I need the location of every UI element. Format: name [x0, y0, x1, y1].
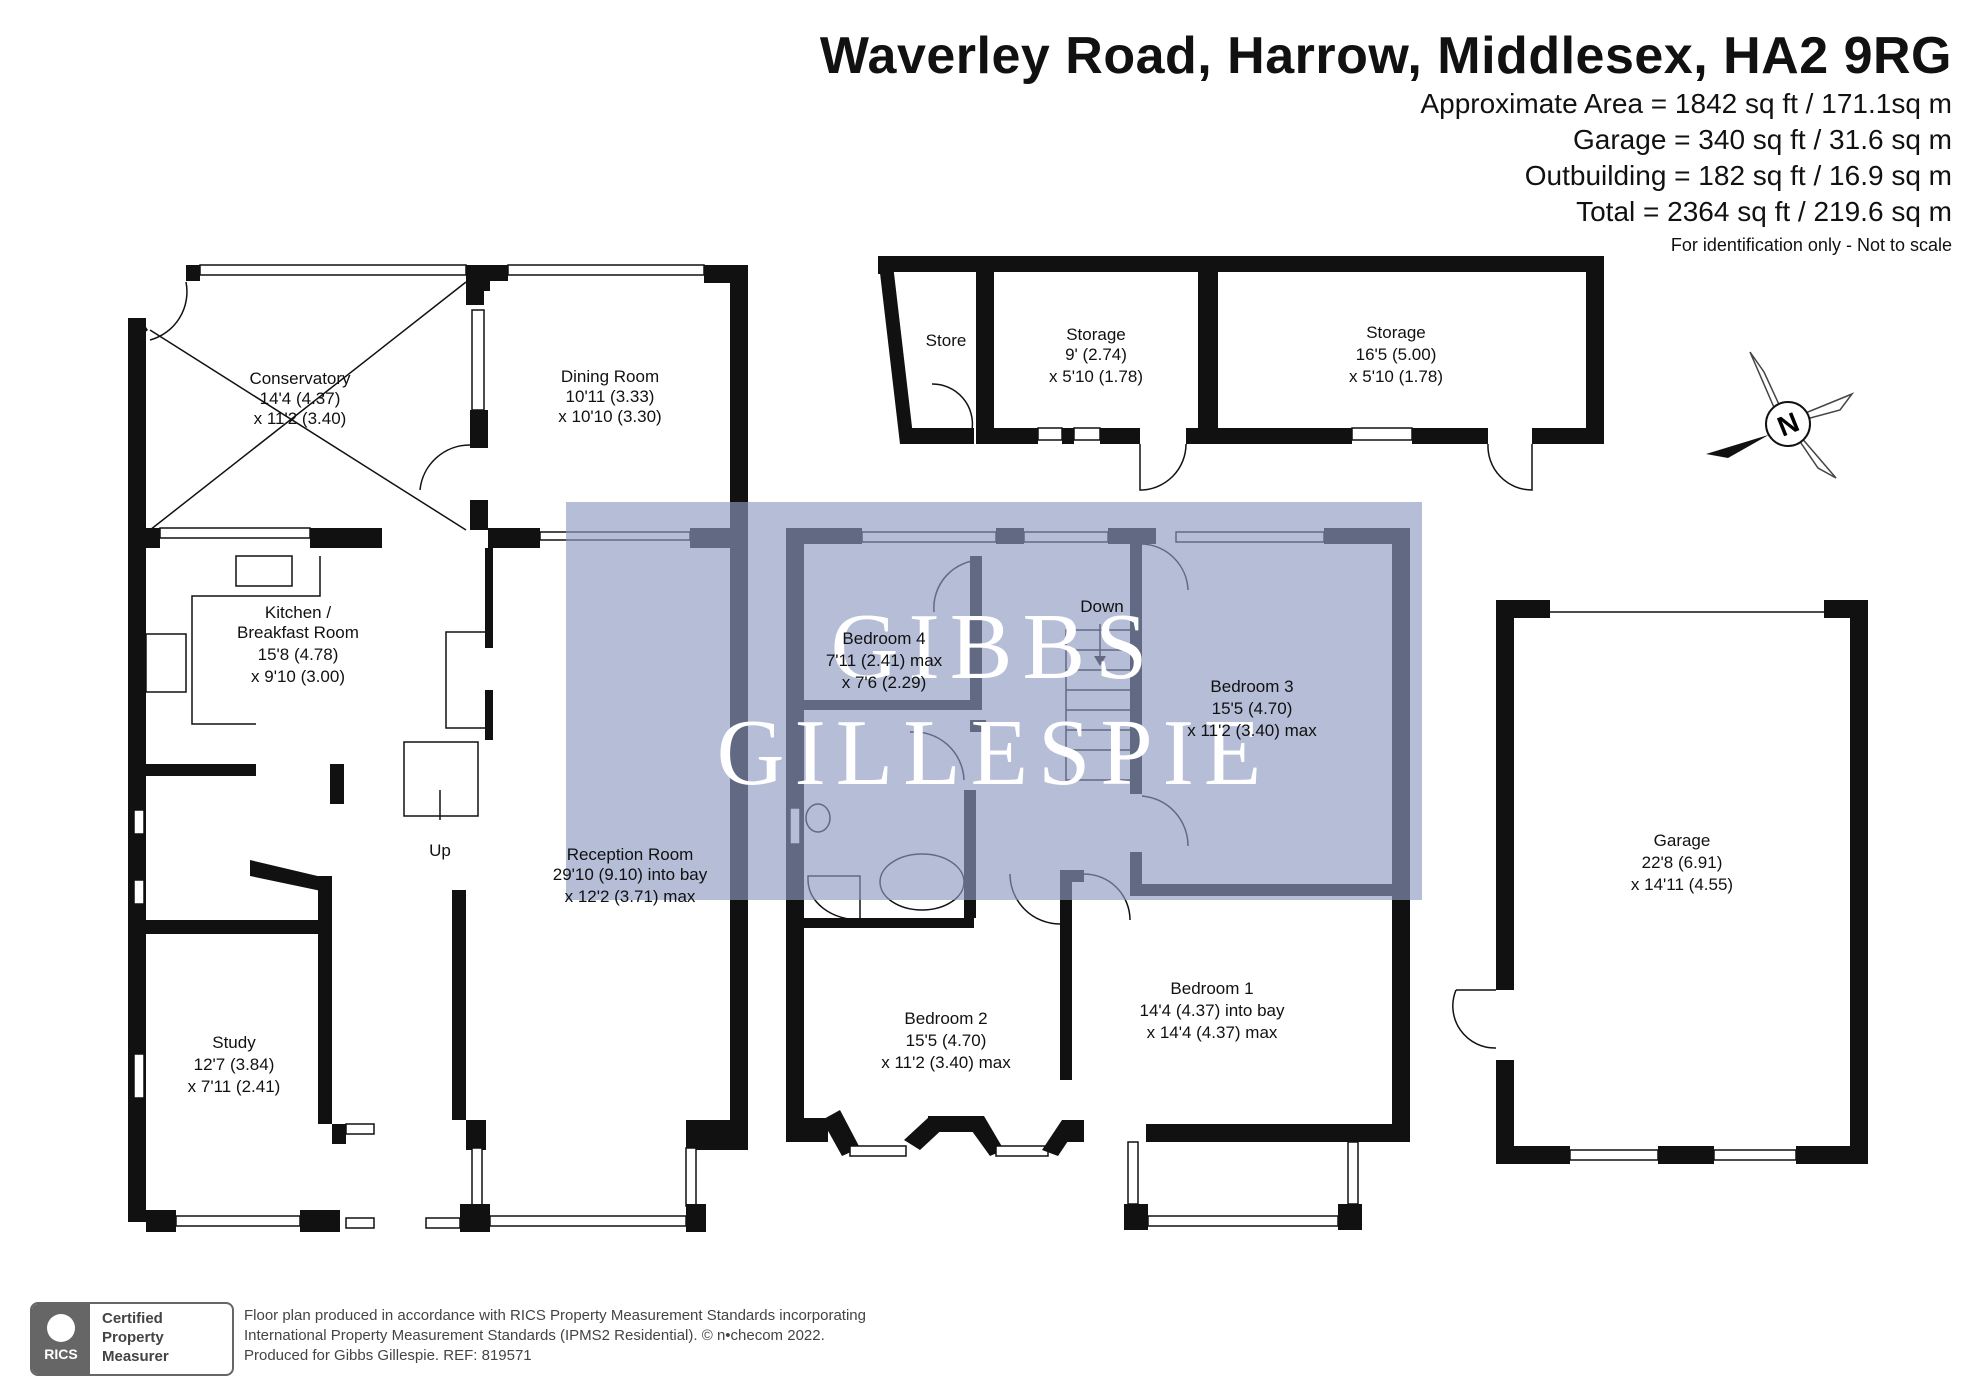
disclaimer-line-1: Floor plan produced in accordance with R…	[244, 1307, 866, 1324]
svg-text:7'11 (2.41) max: 7'11 (2.41) max	[826, 651, 943, 670]
room-label-study: Study 12'7 (3.84) x 7'11 (2.41)	[188, 1033, 281, 1096]
svg-text:10'11 (3.33): 10'11 (3.33)	[566, 387, 655, 406]
svg-text:12'7 (3.84): 12'7 (3.84)	[194, 1055, 275, 1074]
plan-footer: RICS Certified Property Measurer Floor p…	[30, 1302, 970, 1382]
stairs-down-label: Down	[1080, 597, 1123, 616]
svg-text:x 11'2 (3.40) max: x 11'2 (3.40) max	[1187, 721, 1317, 740]
watermark-line-2: GILLESPIE	[717, 701, 1272, 805]
svg-text:x 12'2 (3.71) max: x 12'2 (3.71) max	[565, 887, 696, 906]
room-label-reception-room: Reception Room 29'10 (9.10) into bay x 1…	[553, 845, 708, 906]
svg-text:Kitchen /: Kitchen /	[265, 603, 331, 622]
north-compass: N	[1706, 351, 1855, 479]
room-label-bedroom-1: Bedroom 1 14'4 (4.37) into bay x 14'4 (4…	[1139, 979, 1285, 1042]
svg-text:29'10 (9.10) into bay: 29'10 (9.10) into bay	[553, 865, 708, 884]
svg-text:Study: Study	[212, 1033, 256, 1052]
svg-text:Reception Room: Reception Room	[567, 845, 694, 864]
svg-text:Dining Room: Dining Room	[561, 367, 659, 386]
room-label-conservatory: Conservatory 14'4 (4.37) x 11'2 (3.40)	[249, 369, 351, 428]
room-label-kitchen: Kitchen / Breakfast Room 15'8 (4.78) x 9…	[237, 603, 359, 686]
badge-line-2: Property	[102, 1329, 164, 1346]
room-label-store: Store	[926, 331, 967, 350]
svg-text:x 11'2 (3.40): x 11'2 (3.40)	[254, 409, 347, 428]
svg-text:Breakfast Room: Breakfast Room	[237, 623, 359, 642]
svg-text:Garage: Garage	[1654, 831, 1711, 850]
room-label-storage-small: Storage 9' (2.74) x 5'10 (1.78)	[1049, 325, 1143, 386]
svg-text:x 5'10 (1.78): x 5'10 (1.78)	[1049, 367, 1143, 386]
svg-text:x 11'2 (3.40) max: x 11'2 (3.40) max	[881, 1053, 1011, 1072]
room-label-dining-room: Dining Room 10'11 (3.33) x 10'10 (3.30)	[558, 367, 661, 426]
plan-header: Waverley Road, Harrow, Middlesex, HA2 9R…	[820, 26, 1952, 260]
svg-text:x 9'10 (3.00): x 9'10 (3.00)	[251, 667, 345, 686]
svg-text:Bedroom 1: Bedroom 1	[1170, 979, 1253, 998]
svg-text:Bedroom 4: Bedroom 4	[842, 629, 925, 648]
svg-text:x 10'10 (3.30): x 10'10 (3.30)	[558, 407, 661, 426]
measurement-disclaimer: Floor plan produced in accordance with R…	[244, 1306, 866, 1366]
svg-text:Storage: Storage	[1066, 325, 1126, 344]
svg-text:Conservatory: Conservatory	[249, 369, 351, 388]
svg-text:x 14'11 (4.55): x 14'11 (4.55)	[1631, 875, 1733, 894]
svg-text:9' (2.74): 9' (2.74)	[1065, 345, 1127, 364]
disclaimer-line-2: International Property Measurement Stand…	[244, 1327, 825, 1344]
rics-logo-text: RICS	[44, 1346, 78, 1362]
disclaimer-line-3: Produced for Gibbs Gillespie. REF: 81957…	[244, 1347, 532, 1364]
svg-text:22'8 (6.91): 22'8 (6.91)	[1642, 853, 1723, 872]
svg-text:14'4 (4.37): 14'4 (4.37)	[260, 389, 341, 408]
conservatory-roof-lines	[149, 281, 471, 531]
room-label-bedroom-4: Bedroom 4 7'11 (2.41) max x 7'6 (2.29)	[826, 629, 943, 692]
svg-text:x 7'11 (2.41): x 7'11 (2.41)	[188, 1077, 281, 1096]
svg-text:14'4 (4.37) into bay: 14'4 (4.37) into bay	[1139, 1001, 1285, 1020]
scale-disclaimer: For identification only - Not to scale	[1670, 235, 1952, 255]
badge-line-3: Measurer	[102, 1348, 169, 1365]
svg-text:Bedroom 2: Bedroom 2	[904, 1009, 987, 1028]
room-label-bedroom-2: Bedroom 2 15'5 (4.70) x 11'2 (3.40) max	[881, 1009, 1011, 1072]
svg-text:16'5 (5.00): 16'5 (5.00)	[1356, 345, 1437, 364]
garage-walls	[1452, 600, 1868, 1164]
outbuilding-walls	[878, 256, 1604, 491]
watermark-line-1: GIBBS	[831, 595, 1158, 699]
property-address-title: Waverley Road, Harrow, Middlesex, HA2 9R…	[819, 27, 1952, 85]
badge-line-1: Certified	[102, 1310, 163, 1327]
svg-text:15'8 (4.78): 15'8 (4.78)	[258, 645, 339, 664]
svg-text:15'5 (4.70): 15'5 (4.70)	[1212, 699, 1293, 718]
area-garage: Garage = 340 sq ft / 31.6 sq m	[1573, 124, 1952, 155]
room-label-bedroom-3: Bedroom 3 15'5 (4.70) x 11'2 (3.40) max	[1187, 677, 1317, 740]
svg-text:Storage: Storage	[1366, 323, 1426, 342]
rics-emblem-icon	[47, 1314, 75, 1342]
area-total: Total = 2364 sq ft / 219.6 sq m	[1576, 196, 1952, 227]
badge-caption: Certified Property Measurer	[102, 1309, 169, 1366]
area-approximate: Approximate Area = 1842 sq ft / 171.1sq …	[1420, 88, 1952, 119]
svg-text:x 7'6 (2.29): x 7'6 (2.29)	[842, 673, 927, 692]
svg-text:x 14'4 (4.37) max: x 14'4 (4.37) max	[1147, 1023, 1278, 1042]
area-outbuilding: Outbuilding = 182 sq ft / 16.9 sq m	[1524, 160, 1952, 191]
room-label-storage-large: Storage 16'5 (5.00) x 5'10 (1.78)	[1349, 323, 1443, 386]
rics-logo: RICS	[32, 1304, 90, 1374]
svg-text:x 5'10 (1.78): x 5'10 (1.78)	[1349, 367, 1443, 386]
stairs-up-label: Up	[429, 841, 451, 860]
rics-certified-badge: RICS Certified Property Measurer	[30, 1302, 234, 1376]
svg-text:Bedroom 3: Bedroom 3	[1210, 677, 1293, 696]
svg-text:15'5 (4.70): 15'5 (4.70)	[906, 1031, 987, 1050]
room-label-garage: Garage 22'8 (6.91) x 14'11 (4.55)	[1631, 831, 1733, 894]
gibbs-gillespie-watermark: GIBBS GILLESPIE	[566, 502, 1422, 900]
